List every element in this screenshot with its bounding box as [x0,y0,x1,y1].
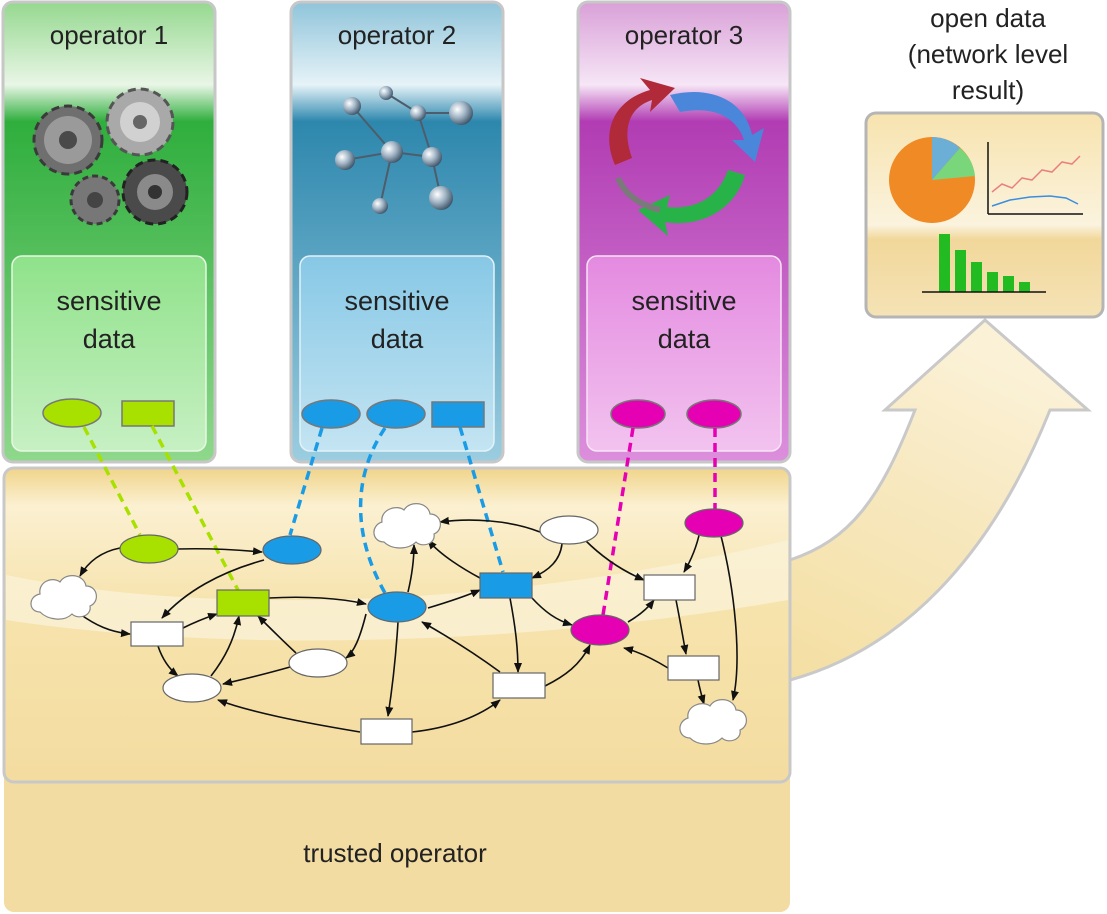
operator-1-title: operator 1 [50,20,169,50]
net-place-green [119,534,179,564]
op2-place-a [301,399,361,429]
net-place-magenta-a [684,508,744,538]
open-data-line1: open data [930,3,1046,33]
sensitive-data-label-1a: sensitive [56,286,161,316]
cloud-icon [30,575,97,620]
cloud-icon [679,699,747,745]
operator-3-panel: operator 3 sensitive data [576,0,792,464]
sensitive-data-label-2b: data [371,324,425,354]
operator-2-panel: operator 2 sensitive data [289,0,505,464]
op3-place-a [610,399,666,429]
op2-transition [431,401,485,428]
operator-2-title: operator 2 [338,20,457,50]
operator-3-title: operator 3 [625,20,744,50]
operator-1-panel: operator 1 sensitive data [1,0,217,464]
net-place-white [288,648,348,678]
sensitive-data-label-3b: data [658,324,712,354]
recycle-arrows-icon [609,78,764,236]
net-edges [79,516,739,733]
mapping-lines [82,425,717,616]
molecule-icon [335,86,473,214]
net-transition-white [492,672,546,699]
net-transition-green [216,589,270,617]
op3-place-b [686,399,742,429]
open-data-line2: (network level [908,39,1068,69]
net-place-blue-b [367,591,427,623]
sensitive-data-label-2a: sensitive [344,286,449,316]
op2-place-b [366,399,426,429]
op1-place [42,398,102,428]
net-place-magenta-b [570,614,630,646]
sensitive-data-label-1b: data [83,324,137,354]
open-data-result-panel [864,111,1105,319]
net-transition-white [643,574,696,601]
op1-transition [121,400,175,427]
net-nodes [30,503,747,745]
cloud-icon [373,503,441,549]
net-place-white [539,515,599,545]
sensitive-data-label-3a: sensitive [631,286,736,316]
open-data-line3: result) [952,75,1024,105]
net-transition-white [667,655,720,681]
net-transition-white [360,718,413,745]
net-transition-blue [479,572,533,599]
big-arrow [788,317,1092,682]
charts-icon [889,137,1083,293]
net-place-blue-a [262,535,322,565]
net-transition-white [130,621,184,647]
gears-icon [32,87,189,226]
trusted-operator-label: trusted operator [303,838,487,868]
net-place-white [162,673,222,703]
